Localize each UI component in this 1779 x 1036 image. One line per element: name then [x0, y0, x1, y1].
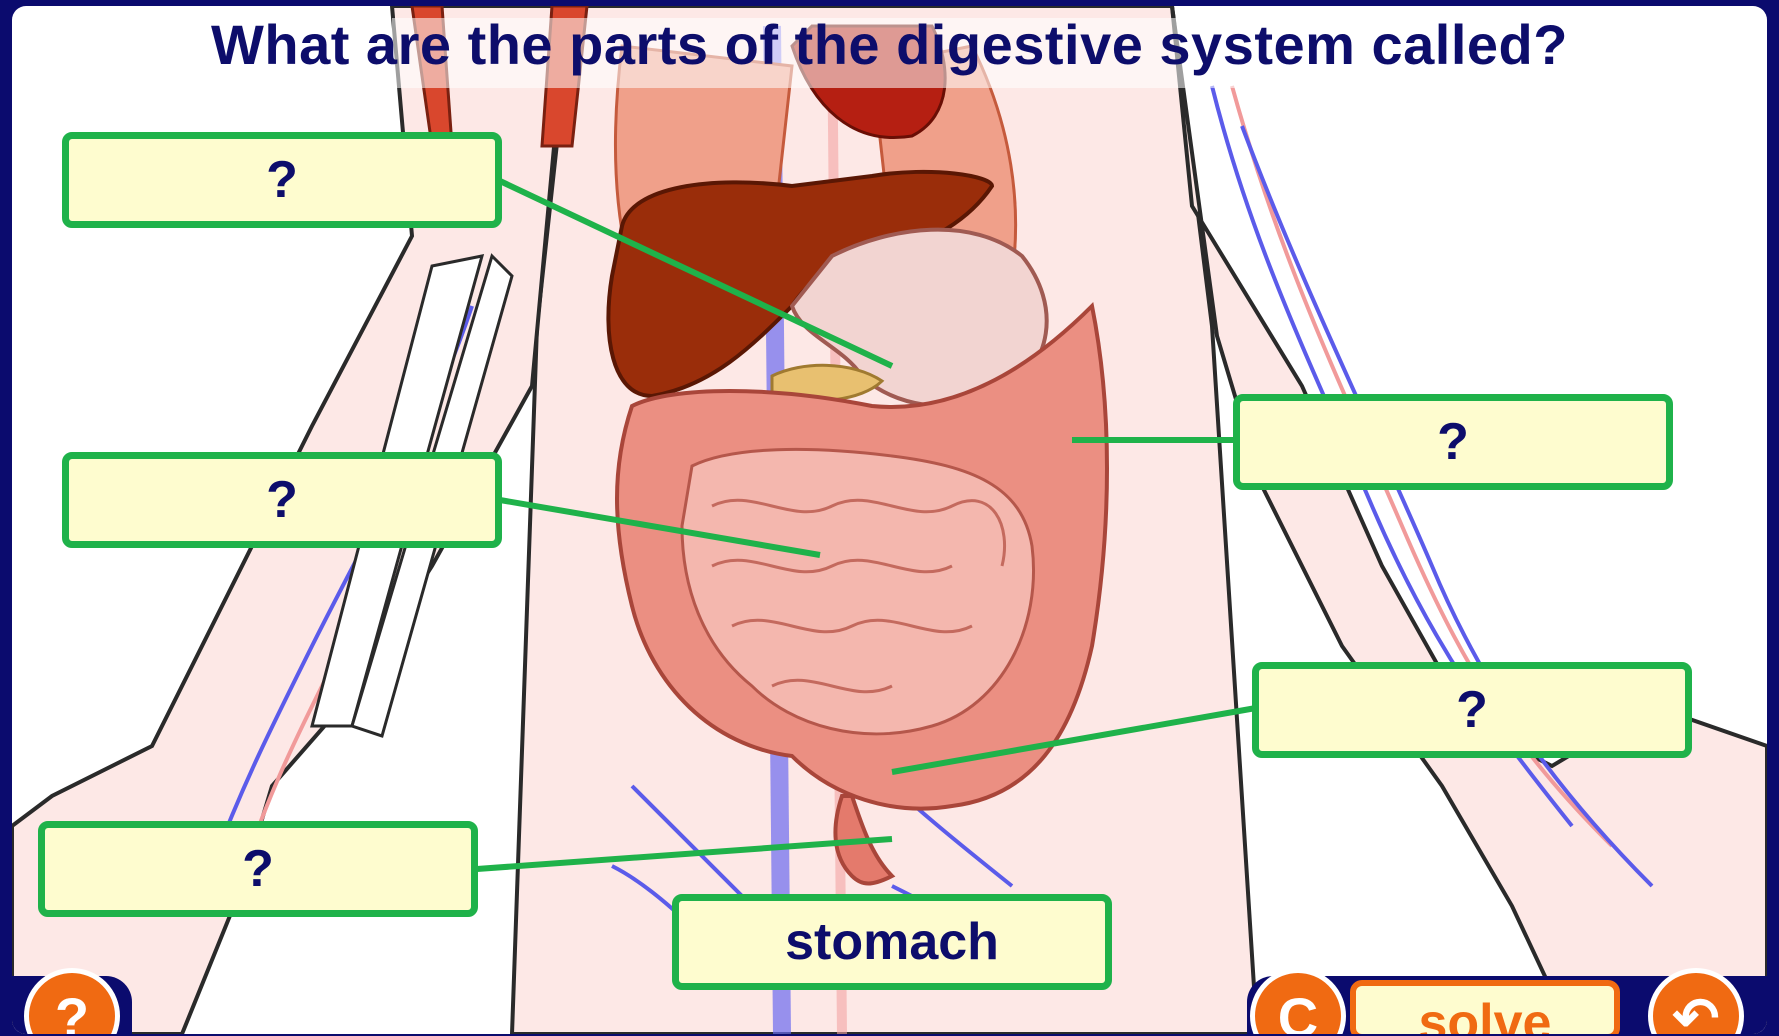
label-box-4[interactable]: ?: [1252, 662, 1692, 758]
label-box-stomach[interactable]: stomach: [672, 894, 1112, 990]
label-box-1[interactable]: ?: [62, 132, 502, 228]
label-box-3[interactable]: ?: [62, 452, 502, 548]
label-box-2[interactable]: ?: [1233, 394, 1673, 490]
activity-stage: What are the parts of the digestive syst…: [12, 6, 1767, 1034]
question-title: What are the parts of the digestive syst…: [12, 12, 1767, 77]
label-box-5[interactable]: ?: [38, 821, 478, 917]
back-icon: ↶: [1673, 985, 1720, 1034]
reset-icon: C: [1278, 985, 1318, 1034]
help-icon: ?: [55, 985, 89, 1034]
solve-button[interactable]: solve: [1350, 980, 1620, 1034]
